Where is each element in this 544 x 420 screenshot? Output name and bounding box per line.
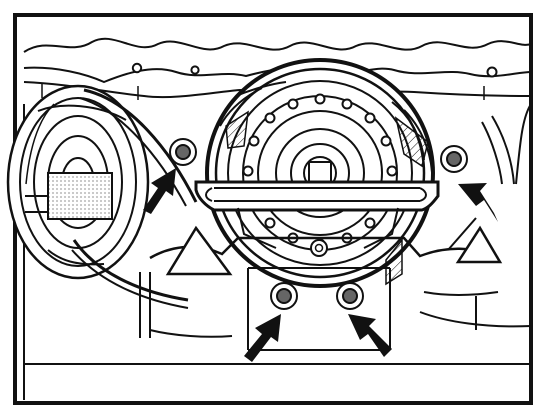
- fastener-pointer-arrow: [244, 314, 281, 362]
- fastener-pointer-arrow: [458, 183, 498, 222]
- hex-bolt-icon: [336, 282, 364, 310]
- upper-cover: [23, 37, 532, 400]
- bracket-plate: [139, 103, 532, 351]
- belt-sweep: [71, 88, 198, 309]
- locking-tool-bar: [194, 180, 440, 249]
- callout-arrows: [143, 168, 498, 362]
- left-pulley: [6, 84, 150, 280]
- mounting-bolts: [169, 138, 468, 310]
- hex-bolt-icon: [169, 138, 197, 166]
- fastener-pointer-arrow: [348, 314, 392, 357]
- center-lower-hole: [310, 239, 328, 257]
- fastener-pointer-arrow: [143, 168, 176, 214]
- center-pulley: [205, 58, 435, 288]
- hex-bolt-icon: [270, 282, 298, 310]
- hex-bolt-icon: [440, 145, 468, 173]
